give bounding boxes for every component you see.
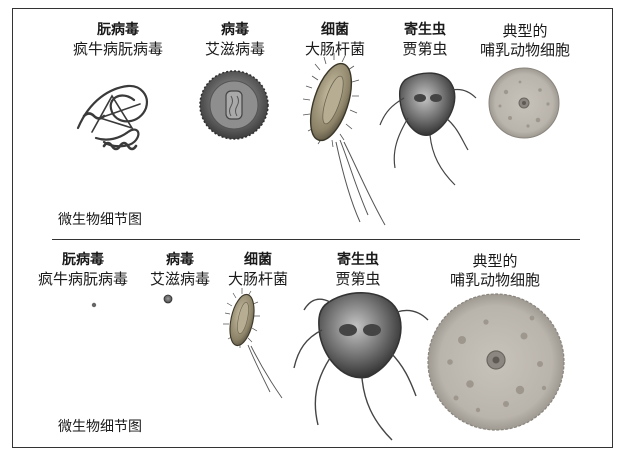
bottom-virus-label: 病毒 艾滋病毒 bbox=[140, 252, 220, 288]
bottom-bacteria-name: 细菌 bbox=[244, 252, 272, 268]
top-bacteria-illustration bbox=[302, 53, 386, 226]
bottom-parasite-illustration bbox=[293, 292, 429, 441]
bottom-prion-label: 朊病毒 疯牛病朊病毒 bbox=[28, 252, 138, 288]
bottom-cell-illustration bbox=[427, 293, 565, 431]
top-parasite-illustration bbox=[379, 72, 477, 186]
bottom-virus-illustration bbox=[163, 294, 173, 304]
top-prion-name: 朊病毒 bbox=[97, 22, 139, 38]
bottom-prion-example: 疯牛病朊病毒 bbox=[37, 269, 128, 288]
bottom-parasite-name: 寄生虫 bbox=[337, 252, 379, 268]
top-prion-illustration bbox=[76, 84, 148, 151]
top-virus-illustration bbox=[199, 70, 269, 140]
bottom-cell-label: 典型的 哺乳动物细胞 bbox=[440, 252, 550, 290]
top-prion-example: 疯牛病朊病毒 bbox=[72, 39, 163, 58]
top-virus-name: 病毒 bbox=[221, 22, 249, 38]
bottom-prion-illustration bbox=[91, 302, 97, 308]
bottom-parasite-label: 寄生虫 贾第虫 bbox=[318, 252, 398, 288]
top-parasite-name: 寄生虫 bbox=[404, 22, 446, 38]
top-parasite-label: 寄生虫 贾第虫 bbox=[385, 22, 465, 58]
top-parasite-example: 贾第虫 bbox=[402, 39, 448, 58]
bottom-bacteria-label: 细菌 大肠杆菌 bbox=[218, 252, 298, 288]
bottom-bacteria-example: 大肠杆菌 bbox=[227, 269, 288, 288]
bottom-parasite-example: 贾第虫 bbox=[335, 269, 381, 288]
top-caption: 微生物细节图 bbox=[58, 212, 142, 228]
bottom-caption: 微生物细节图 bbox=[58, 419, 142, 435]
top-bacteria-name: 细菌 bbox=[321, 22, 349, 38]
bottom-cell-example: 典型的 哺乳动物细胞 bbox=[449, 252, 540, 289]
bottom-bacteria-illustration bbox=[223, 288, 283, 399]
top-virus-example: 艾滋病毒 bbox=[204, 39, 265, 58]
top-cell-example: 典型的 哺乳动物细胞 bbox=[479, 22, 570, 59]
bottom-virus-example: 艾滋病毒 bbox=[149, 269, 210, 288]
top-prion-label: 朊病毒 疯牛病朊病毒 bbox=[58, 22, 178, 58]
top-virus-label: 病毒 艾滋病毒 bbox=[190, 22, 280, 58]
bottom-virus-name: 病毒 bbox=[166, 252, 194, 268]
top-bacteria-example: 大肠杆菌 bbox=[304, 39, 365, 58]
panel-divider bbox=[52, 239, 580, 240]
top-bacteria-label: 细菌 大肠杆菌 bbox=[290, 22, 380, 58]
bottom-prion-name: 朊病毒 bbox=[62, 252, 104, 268]
top-cell-label: 典型的 哺乳动物细胞 bbox=[470, 22, 580, 60]
top-cell-illustration bbox=[488, 67, 560, 139]
